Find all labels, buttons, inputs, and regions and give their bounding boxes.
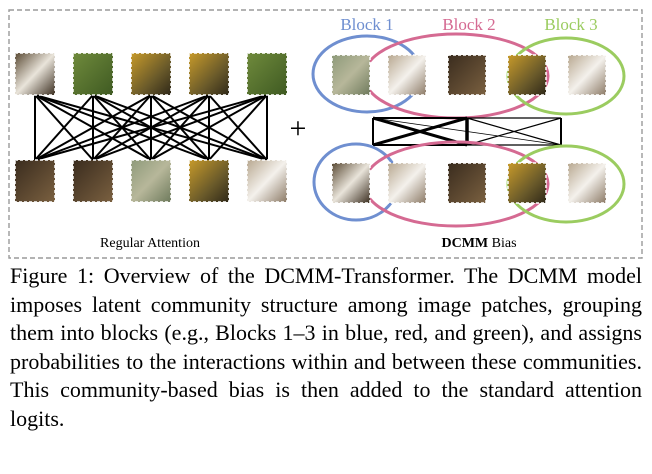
figure-caption: Figure 1: Overview of the DCMM-Transform…: [10, 263, 642, 431]
image-patch: [331, 162, 371, 204]
block-1-label: Block 1: [340, 15, 393, 34]
image-patch: [130, 159, 172, 203]
image-patch: [567, 162, 607, 204]
image-patch: [387, 54, 427, 96]
image-patch: [130, 52, 172, 96]
block-2-label: Block 2: [442, 15, 495, 34]
dcmm-bias-label: DCMM Bias: [441, 236, 516, 251]
plus-sign: +: [290, 112, 307, 145]
block-interaction-lines: [372, 116, 562, 147]
image-patch: [387, 162, 427, 204]
dcmm-bias-panel: Block 1 Block 2 Block 3: [311, 15, 626, 251]
regular-attention-label: Regular Attention: [100, 236, 200, 251]
figure-frame: [8, 9, 643, 259]
image-patch: [246, 52, 288, 96]
dcmm-bold: DCMM: [441, 236, 488, 251]
figure-diagram: Regular Attention + Block 1 Block 2 Bloc…: [8, 9, 643, 259]
image-patch: [331, 54, 371, 96]
image-patch: [567, 54, 607, 96]
regular-attention-panel: Regular Attention: [14, 52, 288, 251]
image-patch: [507, 54, 547, 96]
image-patch: [72, 52, 114, 96]
full-attention-lines: [34, 94, 268, 161]
image-patch: [188, 52, 230, 96]
image-patch: [72, 159, 114, 203]
bias-word: Bias: [488, 236, 516, 251]
image-patch: [14, 52, 56, 96]
image-patch: [507, 162, 547, 204]
image-patch: [447, 162, 487, 204]
image-patch: [14, 159, 56, 203]
block-3-label: Block 3: [544, 15, 597, 34]
image-patch: [188, 159, 230, 203]
image-patch: [447, 54, 487, 96]
image-patch: [246, 159, 288, 203]
